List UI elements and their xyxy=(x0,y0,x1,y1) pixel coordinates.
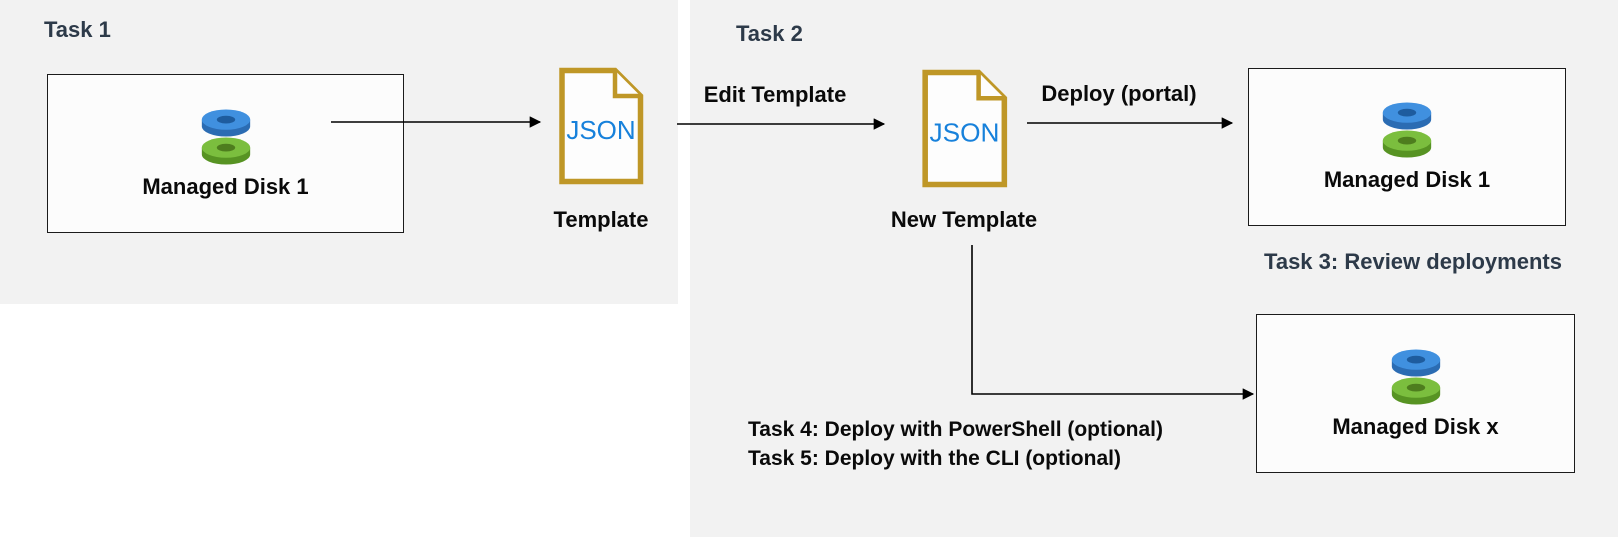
edit-template-arrow-label: Edit Template xyxy=(703,82,847,107)
json-file-icon: JSON xyxy=(559,67,644,185)
managed-disk-icon xyxy=(201,108,250,165)
json-file-icon: JSON xyxy=(922,69,1008,188)
managed-disk-1-deployed-label: Managed Disk 1 xyxy=(1323,167,1491,192)
task5-line: Task 5: Deploy with the CLI (optional) xyxy=(748,447,1121,470)
task4-line: Task 4: Deploy with PowerShell (optional… xyxy=(748,418,1163,441)
managed-disk-x-box: Managed Disk x xyxy=(1256,314,1575,473)
new-template-label: New Template xyxy=(890,207,1038,232)
managed-disk-icon xyxy=(1382,102,1432,158)
task1-heading: Task 1 xyxy=(44,17,111,42)
json-file-type-text: JSON xyxy=(566,115,635,145)
task2-heading: Task 2 xyxy=(736,21,803,46)
template-label: Template xyxy=(553,207,649,232)
json-file-type-text: JSON xyxy=(930,118,1000,148)
deploy-portal-arrow-label: Deploy (portal) xyxy=(1041,81,1197,106)
task3-heading: Task 3: Review deployments xyxy=(1264,249,1562,274)
task45-annotations: Task 4: Deploy with PowerShell (optional… xyxy=(748,415,1163,473)
managed-disk-x-label: Managed Disk x xyxy=(1332,413,1499,439)
managed-disk-1-deployed-box: Managed Disk 1 xyxy=(1248,68,1566,226)
managed-disk-1-source-label: Managed Disk 1 xyxy=(142,173,309,199)
managed-disk-icon xyxy=(1391,348,1440,405)
managed-disk-1-source-box: Managed Disk 1 xyxy=(47,74,404,233)
